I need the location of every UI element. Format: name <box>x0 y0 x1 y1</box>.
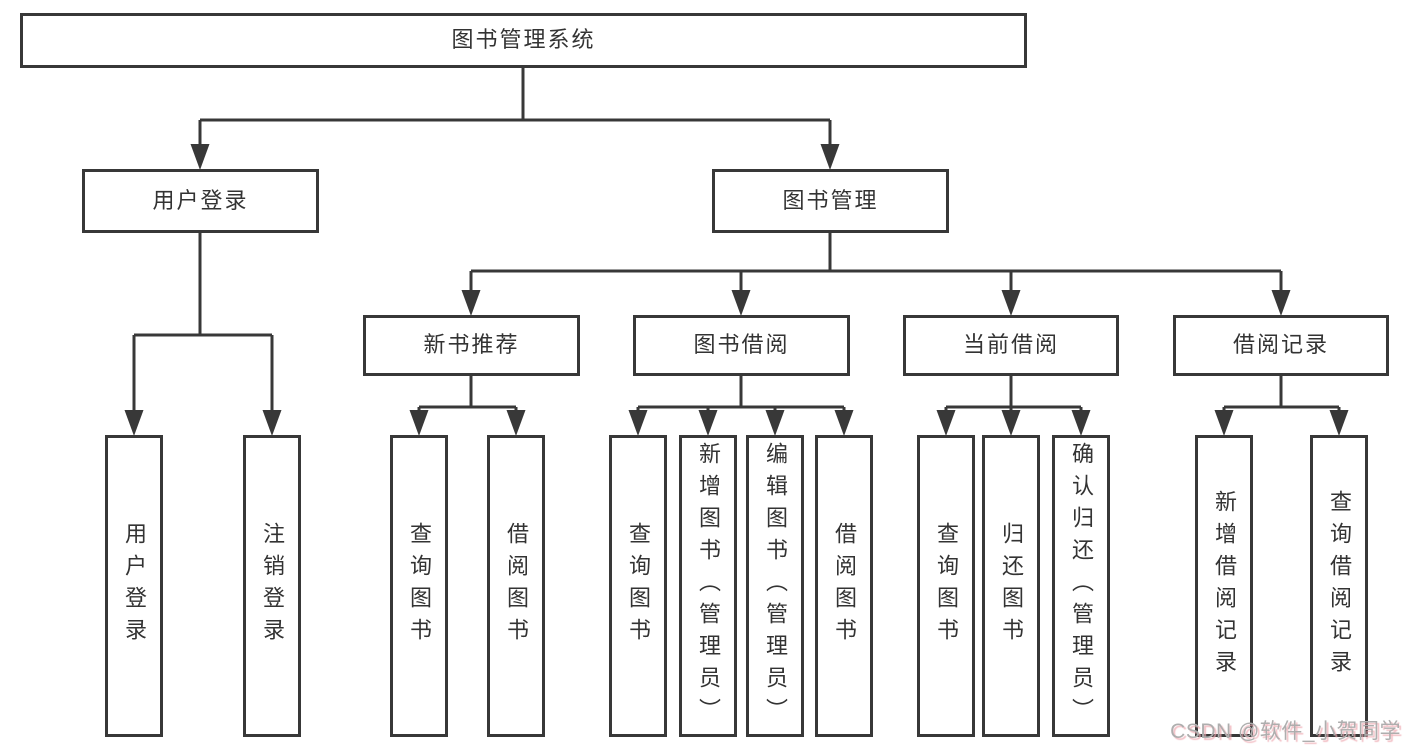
node-book-borrow: 图书借阅 <box>633 315 850 376</box>
connector-paths <box>132 68 1341 412</box>
node-current-borrow: 当前借阅 <box>903 315 1119 376</box>
node-book-management: 图书管理 <box>712 169 949 233</box>
leaf-borrow-books-recommend: 借阅图书 <box>487 435 545 737</box>
leaf-return-book: 归还图书 <box>982 435 1040 737</box>
node-borrow-records: 借阅记录 <box>1173 315 1389 376</box>
leaf-add-book-admin-label: 新增图书（管理员） <box>696 442 721 730</box>
leaf-query-books-current: 查询图书 <box>917 435 975 737</box>
leaf-add-borrow-record-label: 新增借阅记录 <box>1212 490 1237 682</box>
leaf-user-login-label: 用户登录 <box>122 522 147 650</box>
node-user-login: 用户登录 <box>82 169 319 233</box>
node-new-book-recommend: 新书推荐 <box>363 315 580 376</box>
leaf-query-books-borrow: 查询图书 <box>609 435 667 737</box>
leaf-borrow-books-recommend-label: 借阅图书 <box>504 522 529 650</box>
csdn-watermark: CSDN @软件_小贺同学 <box>1170 720 1401 743</box>
leaf-query-books-recommend-label: 查询图书 <box>407 522 432 650</box>
leaf-add-book-admin: 新增图书（管理员） <box>679 435 737 737</box>
leaf-return-book-label: 归还图书 <box>999 522 1024 650</box>
leaf-add-borrow-record: 新增借阅记录 <box>1195 435 1253 737</box>
leaf-query-books-current-label: 查询图书 <box>934 522 959 650</box>
leaf-query-borrow-record: 查询借阅记录 <box>1310 435 1368 737</box>
node-library-system: 图书管理系统 <box>20 13 1027 68</box>
leaf-confirm-return-admin: 确认归还（管理员） <box>1052 435 1110 737</box>
leaf-edit-book-admin-label: 编辑图书（管理员） <box>763 442 788 730</box>
arrowheads <box>124 144 1349 436</box>
leaf-query-borrow-record-label: 查询借阅记录 <box>1327 490 1352 682</box>
leaf-logout-label: 注销登录 <box>260 522 285 650</box>
leaf-query-books-borrow-label: 查询图书 <box>626 522 651 650</box>
leaf-borrow-books-borrow: 借阅图书 <box>815 435 873 737</box>
leaf-query-books-recommend: 查询图书 <box>390 435 448 737</box>
leaf-confirm-return-admin-label: 确认归还（管理员） <box>1069 442 1094 730</box>
leaf-edit-book-admin: 编辑图书（管理员） <box>746 435 804 737</box>
leaf-borrow-books-borrow-label: 借阅图书 <box>832 522 857 650</box>
leaf-user-login: 用户登录 <box>105 435 163 737</box>
leaf-logout: 注销登录 <box>243 435 301 737</box>
